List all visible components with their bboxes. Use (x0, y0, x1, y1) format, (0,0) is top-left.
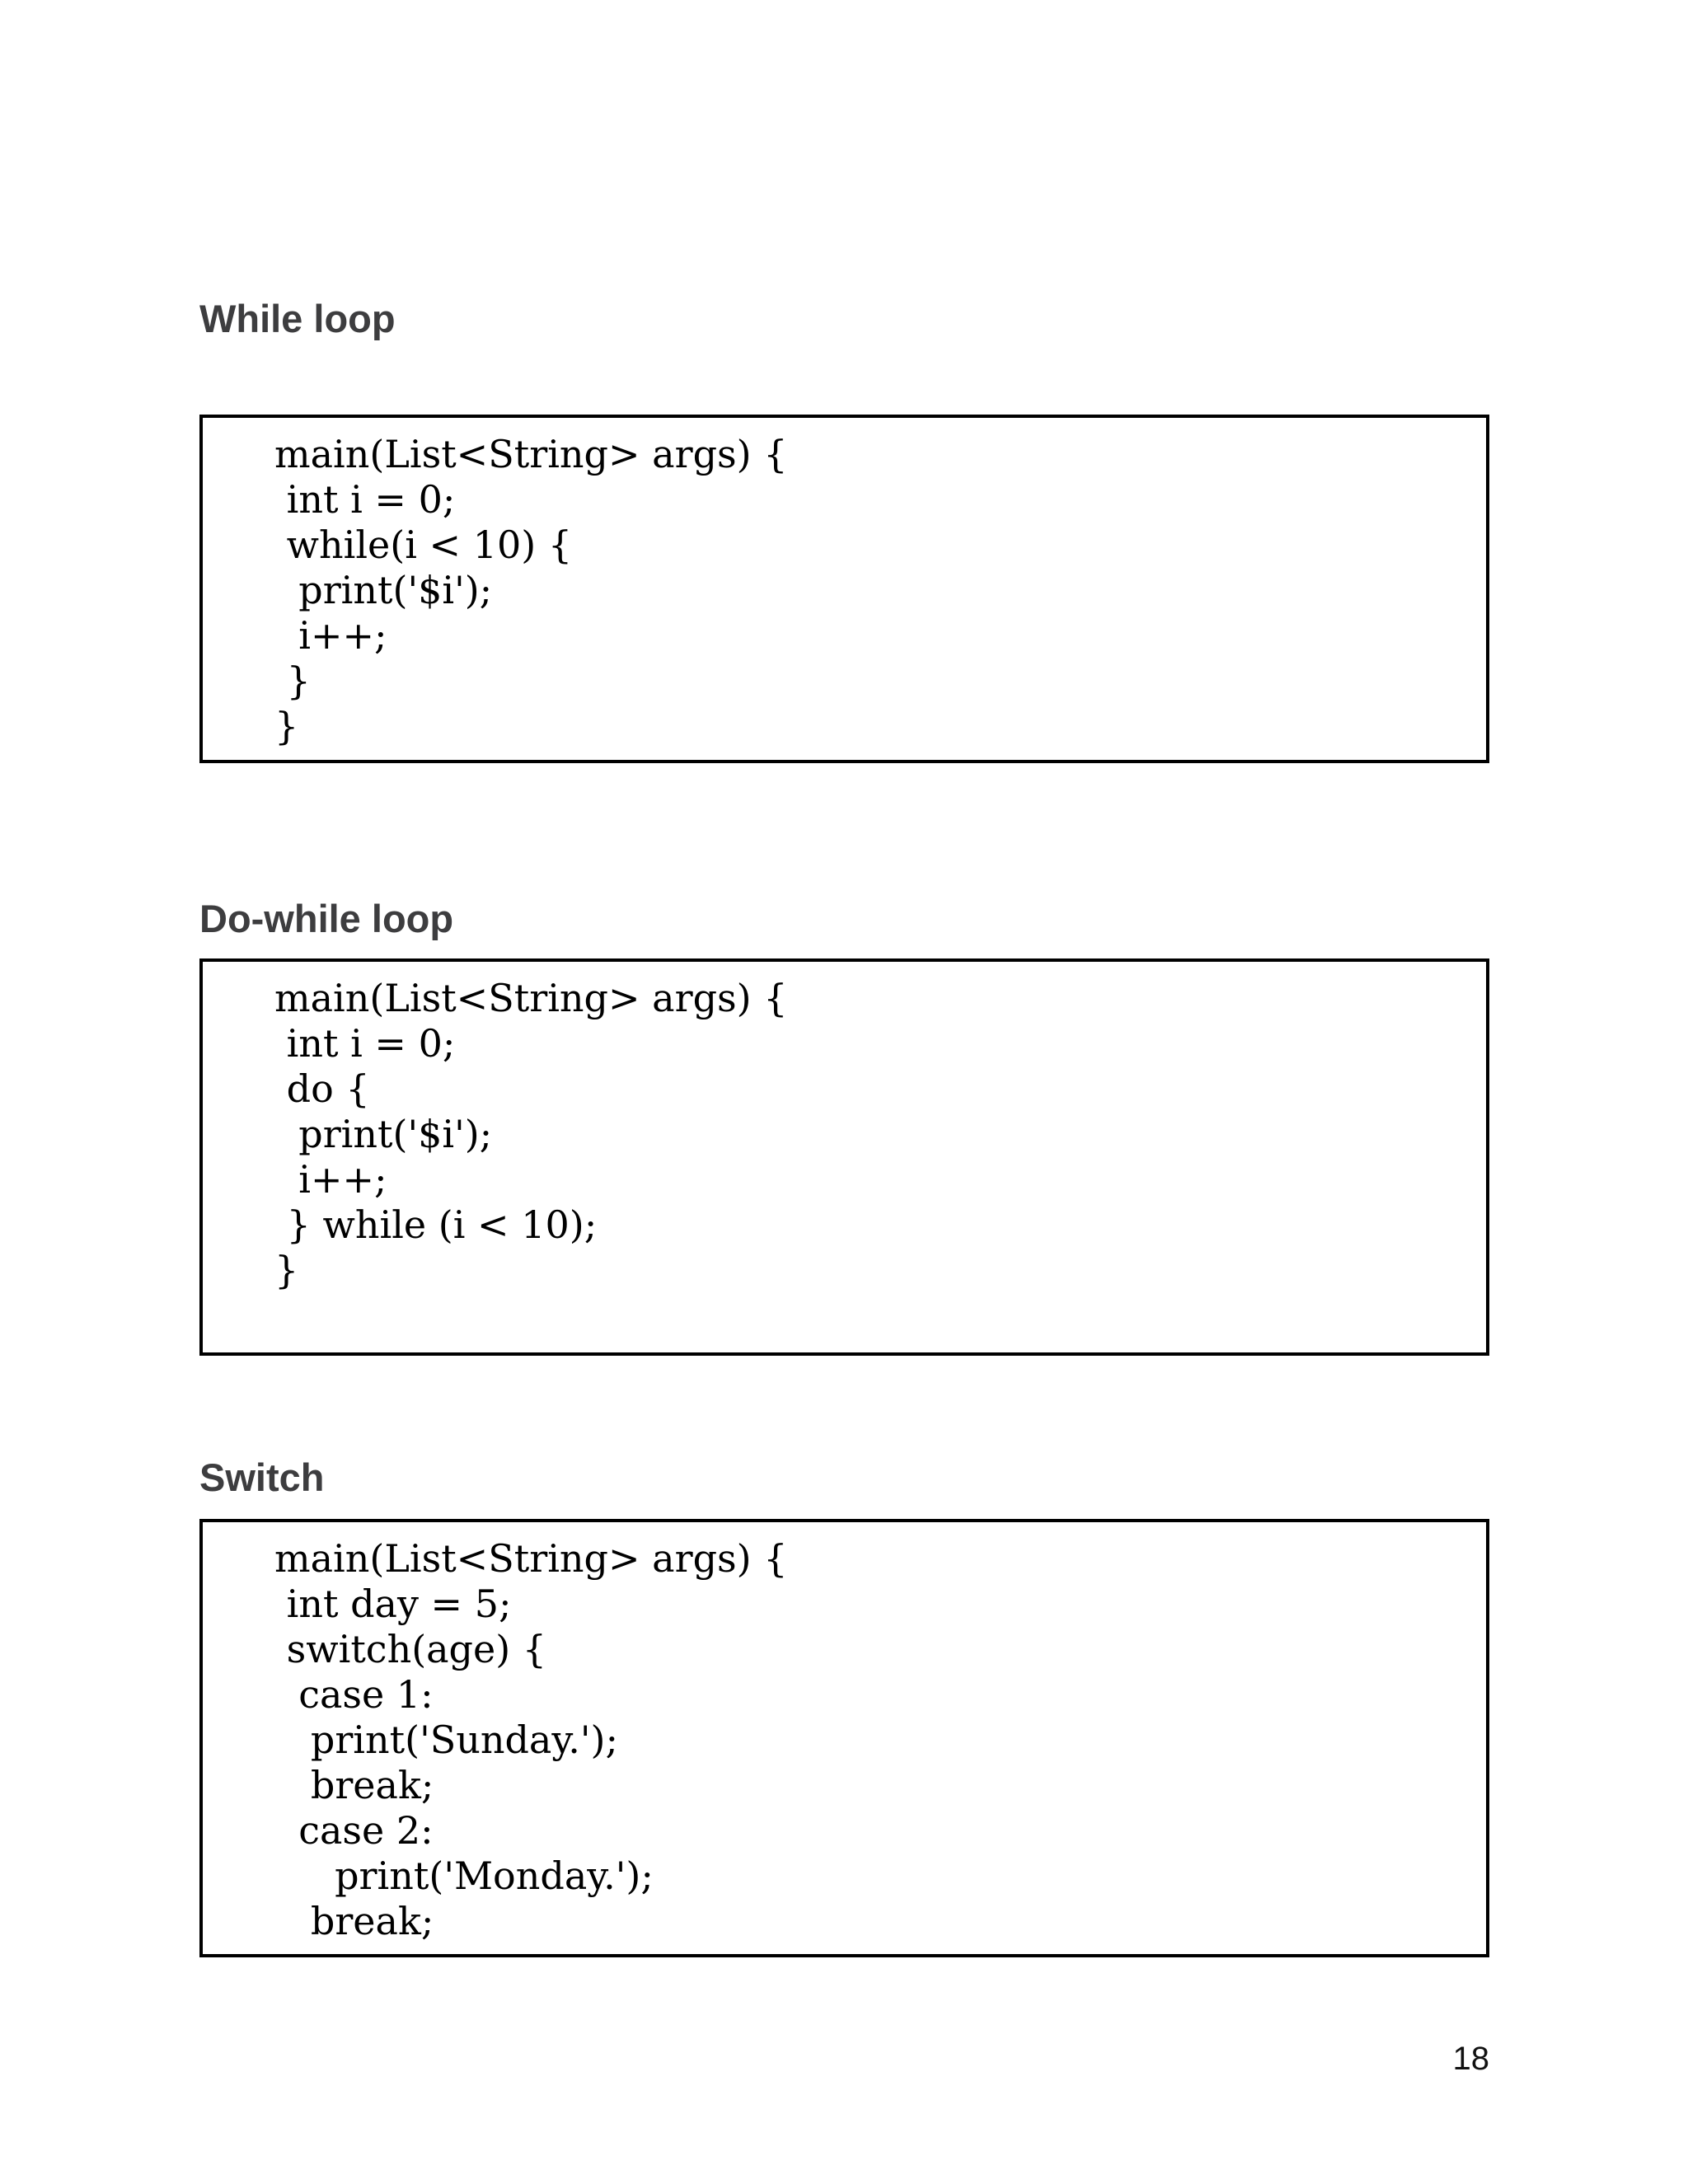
code-line: } (274, 1248, 299, 1292)
code-line: do { (274, 1066, 370, 1111)
code-line: break; (274, 1763, 434, 1807)
code-box-do-while-loop: main(List<String> args) { int i = 0; do … (199, 958, 1489, 1356)
code-line: switch(age) { (274, 1627, 547, 1671)
code-line: print('Sunday.'); (274, 1718, 618, 1762)
code-line: main(List<String> args) { (274, 432, 788, 476)
code-line: print('$i'); (274, 568, 493, 612)
code-line: i++; (274, 613, 387, 658)
code-line: case 2: (274, 1808, 434, 1853)
code-line: main(List<String> args) { (274, 976, 788, 1020)
code-line: } (274, 658, 311, 703)
code-block-while-loop: main(List<String> args) { int i = 0; whi… (203, 418, 1486, 749)
code-box-while-loop: main(List<String> args) { int i = 0; whi… (199, 415, 1489, 763)
code-line: i++; (274, 1157, 387, 1202)
code-line: main(List<String> args) { (274, 1536, 788, 1581)
code-block-switch: main(List<String> args) { int day = 5; s… (203, 1522, 1486, 1944)
code-line: } (274, 704, 299, 748)
code-line: int day = 5; (274, 1582, 512, 1626)
code-line: case 1: (274, 1672, 434, 1717)
code-block-do-while-loop: main(List<String> args) { int i = 0; do … (203, 962, 1486, 1293)
code-line: while(i < 10) { (274, 523, 573, 567)
code-line: break; (274, 1899, 434, 1943)
code-line: print('Monday.'); (274, 1854, 654, 1898)
section-heading-do-while-loop: Do-while loop (199, 897, 454, 940)
section-heading-while-loop: While loop (199, 297, 396, 340)
code-line: int i = 0; (274, 1021, 456, 1066)
code-line: } while (i < 10); (274, 1202, 598, 1247)
page-number: 18 (1452, 2041, 1490, 2077)
code-line: int i = 0; (274, 477, 456, 522)
section-heading-switch: Switch (199, 1455, 325, 1499)
code-box-switch: main(List<String> args) { int day = 5; s… (199, 1519, 1489, 1957)
code-line: print('$i'); (274, 1112, 493, 1156)
